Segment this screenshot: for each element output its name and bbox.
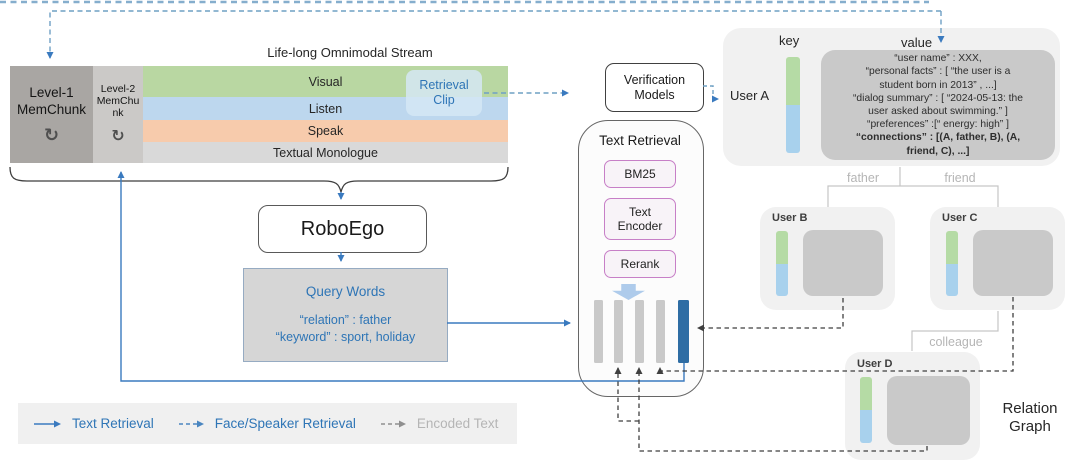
legend-label: Face/Speaker Retrieval [214, 416, 356, 431]
stream-row-textual-monologue: Textual Monologue [143, 142, 508, 163]
retrieval-clip-line1: Retrieval [419, 78, 469, 92]
user-a-value-box: “user name” : XXX, “personal facts” : [ … [821, 50, 1055, 160]
keybar-face-segment [946, 231, 958, 264]
legend-label: Text Retrieval [72, 416, 154, 431]
relation-label-father: father [847, 171, 879, 185]
refresh-icon: ↻ [43, 124, 60, 145]
solid-blue-arrow-icon [34, 420, 61, 427]
value-connections-line: friend, C), ...] [906, 145, 970, 157]
refresh-icon: ↻ [111, 128, 125, 145]
stream-title: Life-long Omnimodal Stream [267, 44, 433, 60]
verification-line1: Verification [623, 72, 686, 87]
query-words-box: Query Words “relation” : father “keyword… [243, 268, 448, 362]
keybar-face-segment [860, 377, 872, 410]
key-header: key [779, 33, 800, 48]
retrieval-bar [635, 300, 644, 363]
legend: Text Retrieval Face/Speaker Retrieval En… [18, 403, 517, 444]
user-c-keybar [946, 231, 958, 296]
level2-label-line1: Level-2 [100, 83, 136, 95]
user-c-value-box [973, 230, 1053, 296]
user-a-keybar [786, 57, 800, 153]
level2-memchunk-box: Level-2 MemChu nk ↻ [93, 66, 143, 163]
legend-item-face-speaker-retrieval: Face/Speaker Retrieval [178, 416, 356, 431]
value-line: “preferences” :[“ energy: high” ] [867, 119, 1009, 131]
keybar-voice-segment [776, 263, 788, 296]
user-d-label: User D [857, 358, 893, 370]
legend-label: Encoded Text [416, 416, 499, 431]
relation-graph-line1: Relation [1002, 400, 1058, 417]
value-line: user asked about swimming.” ] [868, 106, 1008, 117]
level2-label-line2: MemChu [96, 95, 140, 107]
value-line: “user name” : XXX, [894, 53, 982, 65]
stream-brace [9, 166, 509, 193]
verification-line2: Models [634, 87, 675, 102]
user-b-keybar [776, 231, 788, 296]
value-line: student born in 2013” , ...] [879, 79, 997, 91]
level2-label-line3: nk [112, 107, 124, 119]
keybar-face-segment [786, 57, 800, 105]
retrieval-bar [656, 300, 665, 363]
stage-rerank: Rerank [604, 250, 676, 278]
roboego-box: RoboEgo [258, 205, 427, 253]
retrieval-bar [614, 300, 623, 363]
verification-models-box: Verification Models [605, 63, 704, 112]
dashed-gray-arrow-icon [380, 420, 406, 427]
retrieval-bar-matched [678, 300, 689, 363]
roboego-label: RoboEgo [300, 217, 385, 240]
stage-bm25: BM25 [604, 160, 676, 188]
keybar-voice-segment [860, 410, 872, 443]
relation-label-colleague: colleague [929, 335, 983, 349]
legend-item-encoded-text: Encoded Text [380, 416, 499, 431]
user-a-label: User A [730, 88, 770, 103]
value-line: “personal facts” : [ “the user is a [865, 66, 1011, 78]
retrieval-clip-line2: Clip [433, 93, 455, 107]
relation-graph-caption: Relation Graph [990, 400, 1070, 435]
relation-label-friend: friend [944, 171, 976, 185]
value-connections-line: “connections” : [(A, father, B), (A, [855, 132, 1021, 144]
query-words-title: Query Words [305, 284, 386, 299]
value-header: value [901, 35, 933, 50]
text-retrieval-title: Text Retrieval [599, 133, 681, 148]
legend-item-text-retrieval: Text Retrieval [33, 416, 154, 431]
retrieval-clip-box: Retrieval Clip [406, 70, 482, 116]
keybar-voice-segment [786, 105, 800, 153]
query-words-relation: “relation” : father [299, 313, 392, 327]
keybar-voice-segment [946, 263, 958, 296]
stream-row-speak: Speak [143, 120, 508, 142]
level1-label-line2: MemChunk [16, 101, 87, 117]
user-b-label: User B [772, 212, 808, 224]
value-line: “dialog summary” : [ “2024-05-13: the [853, 92, 1023, 104]
user-b-value-box [803, 230, 883, 296]
dashed-blue-arrow-icon [178, 420, 204, 427]
relation-graph-line2: Graph [1009, 417, 1051, 435]
level1-memchunk-box: Level-1 MemChunk ↻ [10, 66, 93, 163]
retrieval-bar [594, 300, 603, 363]
query-words-keyword: “keyword” : sport, holiday [275, 330, 416, 344]
keybar-face-segment [776, 231, 788, 264]
user-d-keybar [860, 377, 872, 443]
user-d-value-box [887, 376, 970, 445]
stage-text-encoder: Text Encoder [604, 198, 676, 240]
verification-to-user-a-line [703, 85, 719, 103]
level1-label-line1: Level-1 [29, 84, 74, 100]
user-c-label: User C [942, 212, 978, 224]
